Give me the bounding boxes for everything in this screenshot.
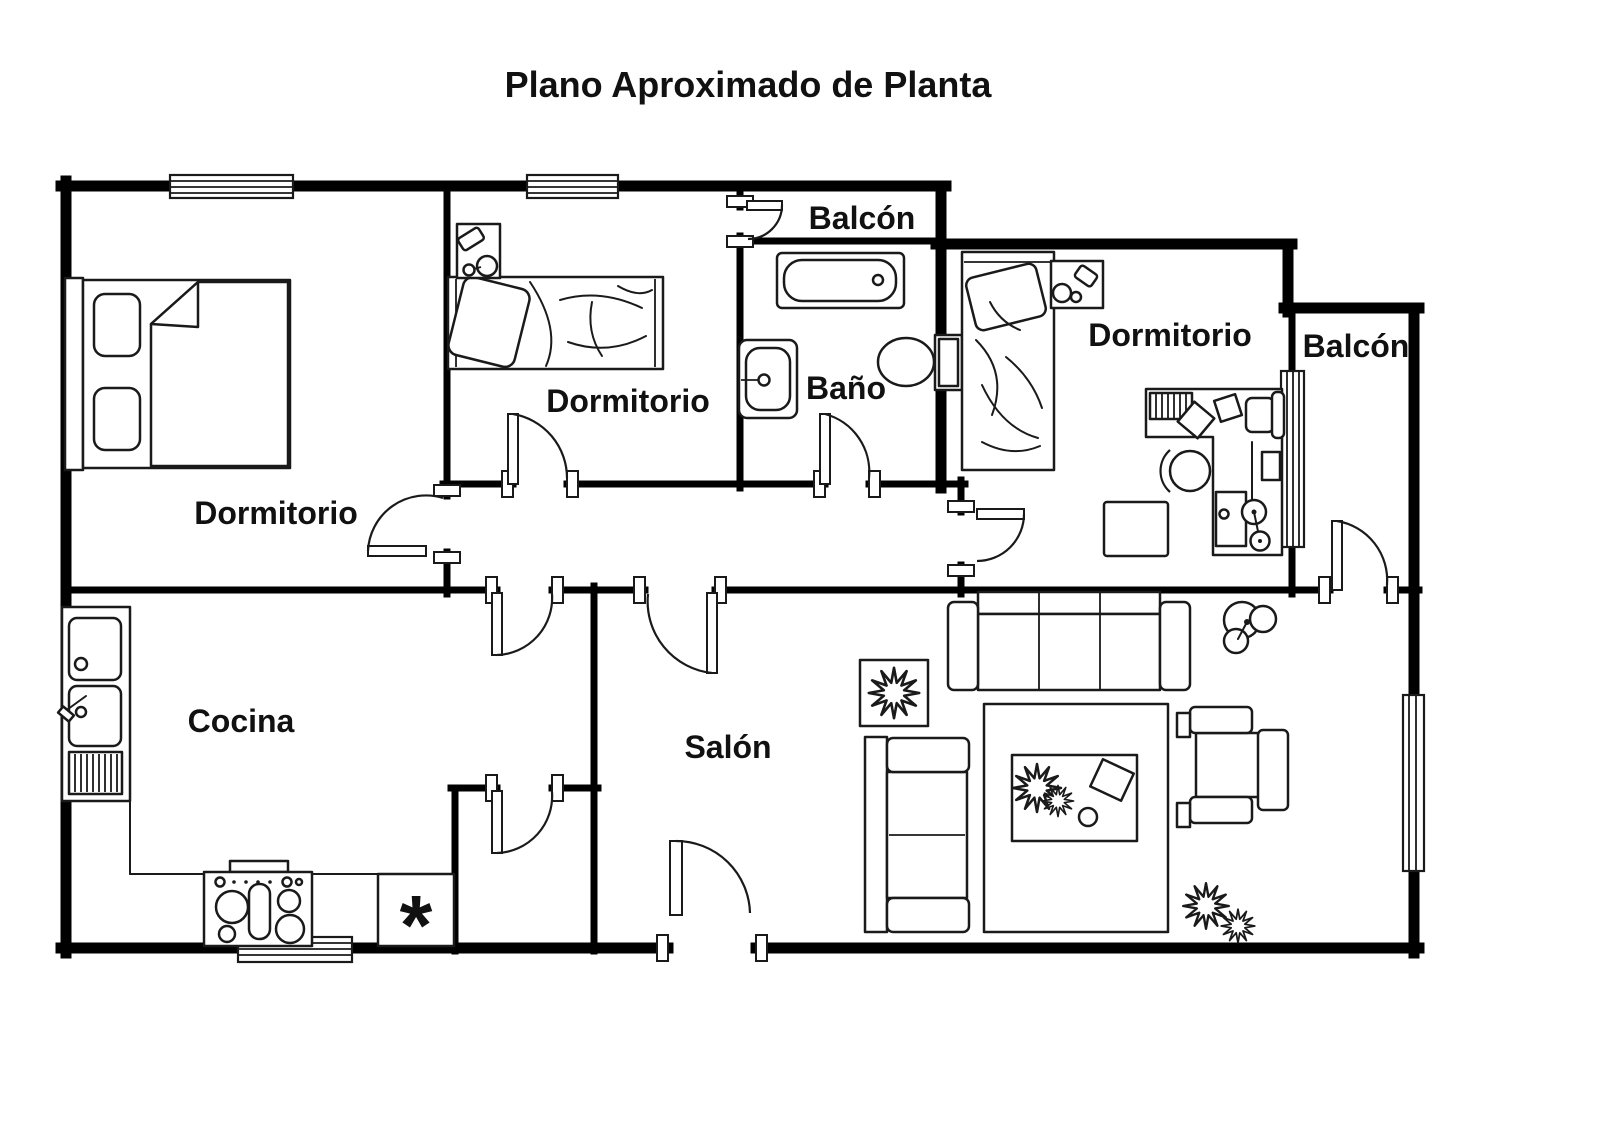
room-labels: Dormitorio Dormitorio Dormitorio Balcón … <box>188 200 1410 765</box>
plant-round <box>1222 600 1278 655</box>
sofa-two-seat <box>863 735 971 934</box>
label-dormitorio-3: Dormitorio <box>1088 317 1252 353</box>
coffee-table <box>1010 753 1139 843</box>
bathtub <box>775 251 906 310</box>
kitchen-sink-unit <box>56 605 132 803</box>
door-balcon-2 <box>1331 519 1389 591</box>
nightstand-3 <box>1049 259 1105 310</box>
plant-corner <box>1182 882 1256 944</box>
double-bed <box>63 276 292 472</box>
door-balcon-1 <box>746 200 784 241</box>
door-bano <box>819 412 871 485</box>
single-bed-3 <box>960 250 1056 472</box>
sofa-three-seat <box>946 590 1192 692</box>
door-cocina <box>491 592 554 657</box>
nightstand-2 <box>455 222 502 280</box>
side-chair <box>1244 390 1286 440</box>
desk-set <box>1144 387 1286 557</box>
toilet <box>876 333 964 392</box>
label-balcon-2: Balcón <box>1303 328 1410 364</box>
door-entrance <box>669 839 752 916</box>
single-bed-2 <box>446 275 665 371</box>
door-salon <box>646 592 718 675</box>
label-cocina: Cocina <box>188 703 295 739</box>
bathroom-sink <box>737 338 799 420</box>
office-chair <box>1159 449 1212 493</box>
windows <box>168 173 1426 964</box>
kitchen-counter <box>129 606 379 875</box>
label-bano: Baño <box>806 370 886 406</box>
armchair <box>1175 705 1290 829</box>
plant-pot-square <box>858 658 930 728</box>
label-dormitorio-1: Dormitorio <box>194 495 358 531</box>
paper-1 <box>1176 400 1216 440</box>
window-dormitorio-1 <box>168 173 295 200</box>
door-dormitorio-1 <box>366 494 444 557</box>
ottoman-table <box>1102 500 1170 558</box>
monitor <box>1260 450 1282 482</box>
appliance-box: * <box>376 872 456 972</box>
stove <box>202 859 314 948</box>
paper-2 <box>1212 392 1244 424</box>
door-dormitorio-3 <box>976 508 1026 563</box>
label-salon: Salón <box>684 729 771 765</box>
door-dormitorio-2 <box>507 412 569 485</box>
label-balcon-1: Balcón <box>809 200 916 236</box>
window-salon-right <box>1401 693 1426 873</box>
plan-title: Plano Aproximado de Planta <box>505 64 993 105</box>
label-dormitorio-2: Dormitorio <box>546 383 710 419</box>
window-dormitorio-2 <box>525 173 620 200</box>
appliance-asterisk: * <box>400 878 433 972</box>
doors <box>366 200 1389 916</box>
desk-lamp <box>1240 498 1271 552</box>
window-dormitorio-3-balcon <box>1279 369 1306 549</box>
desk-cabinet <box>1214 490 1248 548</box>
door-closet <box>491 790 554 855</box>
